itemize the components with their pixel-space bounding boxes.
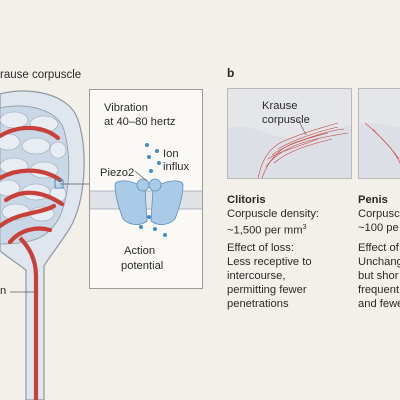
penis-thumbnail	[358, 88, 400, 179]
krause-label-2: corpuscle	[262, 114, 310, 126]
piezo2-pointer	[134, 170, 148, 182]
clitoris-tissue-graphic	[228, 118, 351, 178]
penis-effect-line-4: and fewe	[358, 298, 400, 310]
penis-effect-line-3: frequent	[358, 284, 400, 296]
inset-marker	[54, 179, 64, 189]
penis-effect-line-1: Unchang	[358, 256, 400, 268]
panel-a-title: rause corpuscle	[0, 69, 82, 81]
penis-effect-line-2: but shor	[358, 270, 399, 282]
vibration-line-1: Vibration	[104, 102, 148, 114]
clitoris-density-label: Corpuscle density:	[227, 208, 320, 220]
action-line-1: Action	[124, 245, 156, 257]
action-line-2: potential	[121, 260, 164, 272]
clitoris-thumbnail	[227, 88, 352, 179]
piezo2-inset-graphic	[90, 143, 202, 237]
penis-density-label: Corpusc	[358, 208, 400, 220]
ion-label-1: Ion	[163, 148, 179, 160]
ion-label-2: influx	[163, 161, 190, 173]
clitoris-heading: Clitoris	[227, 194, 266, 206]
clitoris-density-value: ~1,500 per mm3	[227, 221, 306, 238]
clitoris-effect-line-1: Less receptive to	[227, 256, 312, 268]
clitoris-density-number: ~1,500 per mm	[227, 224, 303, 237]
panel-b-label: b	[227, 66, 235, 80]
clitoris-effect-line-3: permitting fewer	[227, 284, 307, 296]
clitoris-effect-line-2: intercourse,	[227, 270, 286, 282]
piezo2-channel	[114, 178, 184, 225]
piezo2-label: Piezo2	[100, 167, 135, 179]
axon-trunk	[18, 236, 39, 400]
krause-label-1: Krause	[262, 100, 298, 112]
axon-branches	[0, 125, 65, 245]
clitoris-effect-heading: Effect of loss:	[227, 242, 294, 254]
clitoris-density-sup: 3	[302, 224, 307, 231]
clitoris-effect-line-4: penetrations	[227, 298, 289, 310]
vibration-line-2: at 40–80 hertz	[104, 116, 176, 128]
penis-tissue-graphic	[359, 122, 400, 178]
krause-corpuscle-illustration	[0, 90, 89, 400]
ion-dots	[139, 143, 167, 237]
penis-effect-heading: Effect of	[358, 242, 399, 254]
penis-heading: Penis	[358, 194, 388, 206]
penis-density-value: ~100 pe	[358, 222, 399, 234]
fiber-label: n	[0, 285, 7, 297]
